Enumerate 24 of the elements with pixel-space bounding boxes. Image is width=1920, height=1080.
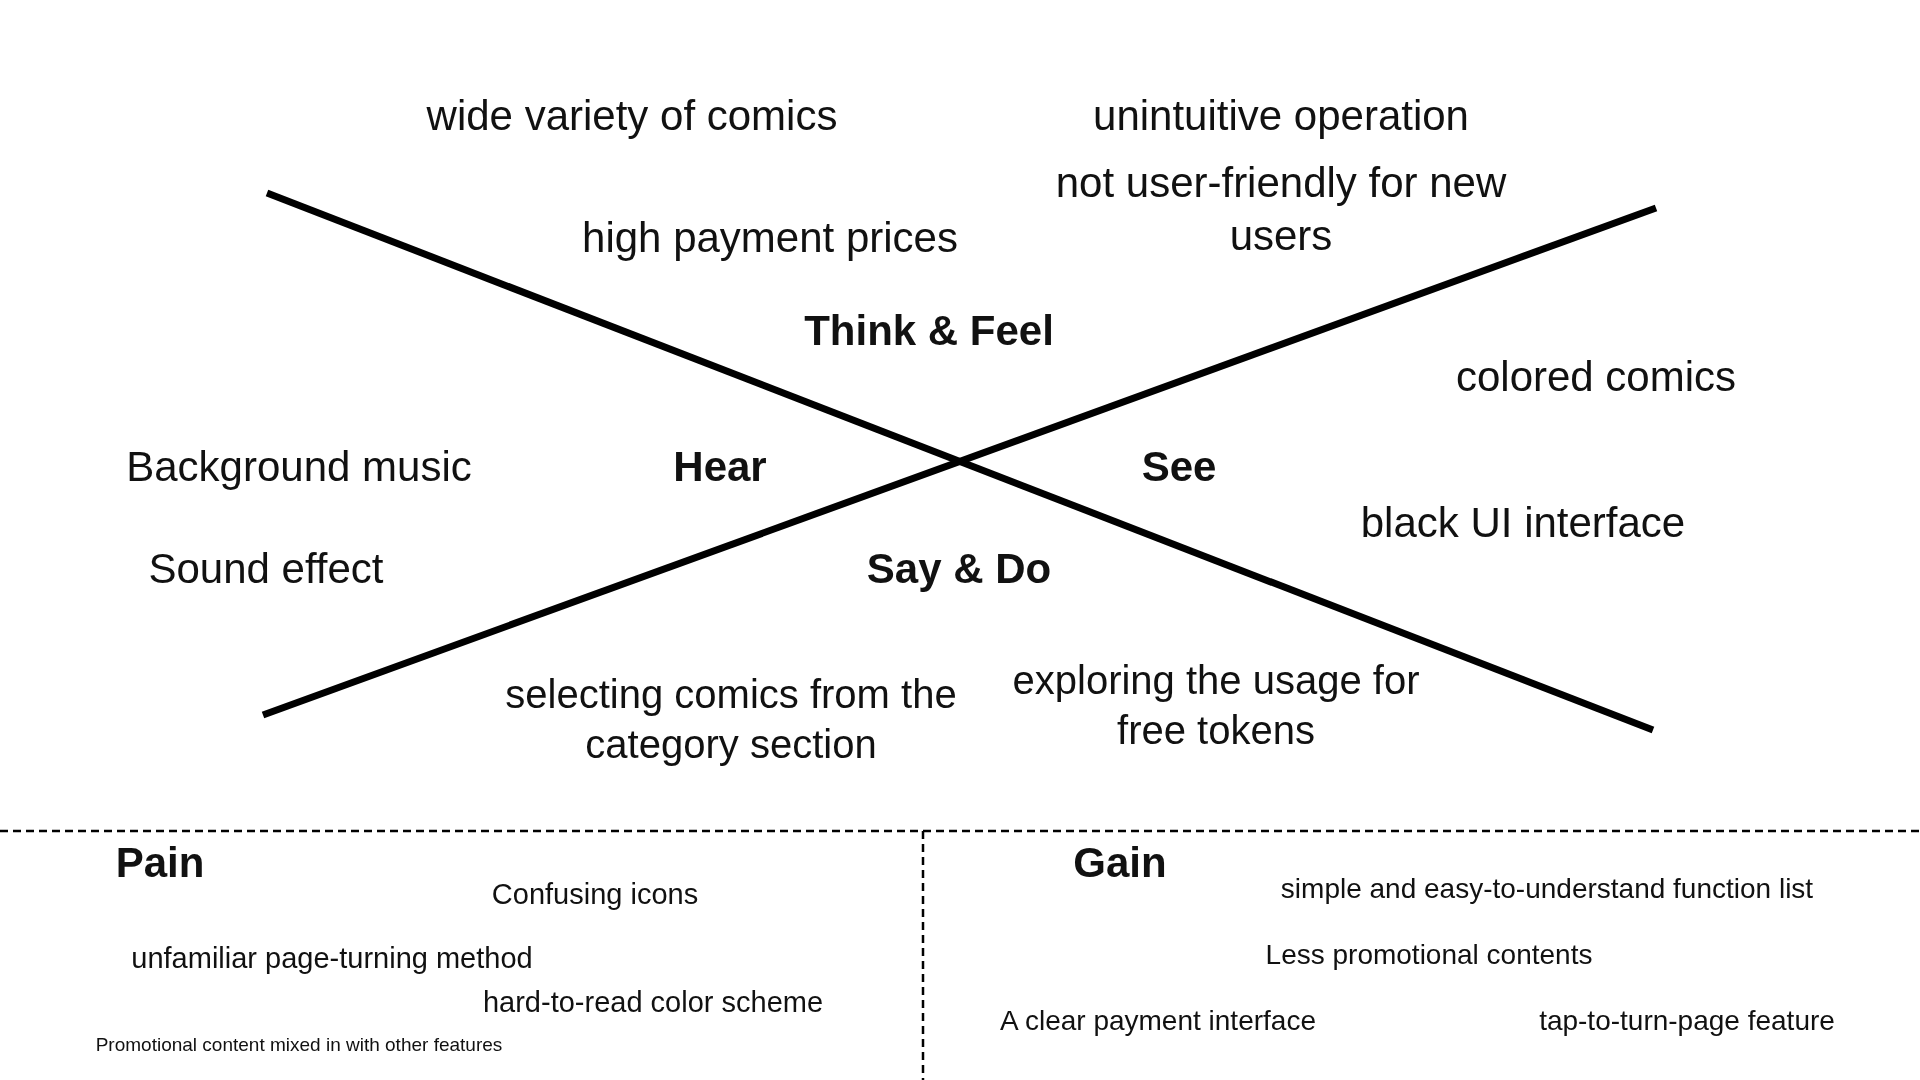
quadrant-note: wide variety of comics bbox=[426, 90, 838, 141]
quadrant-note: high payment prices bbox=[582, 212, 958, 263]
quadrant-note: unintuitive operation bbox=[1093, 90, 1469, 141]
quadrant-note: colored comics bbox=[1455, 351, 1737, 402]
note: Confusing icons bbox=[491, 876, 699, 912]
section-heading: Gain bbox=[1073, 837, 1167, 888]
note: Less promotional contents bbox=[1265, 937, 1593, 972]
section-heading: Pain bbox=[115, 837, 205, 888]
quadrant-note: black UI interface bbox=[1360, 497, 1686, 548]
quadrant-heading: See bbox=[1141, 441, 1217, 492]
quadrant-note: Sound effect bbox=[148, 543, 384, 594]
quadrant-note: not user-friendly for new users bbox=[1054, 157, 1508, 260]
quadrant-note: Background music bbox=[126, 441, 472, 492]
quadrant-note: exploring the usage for free tokens bbox=[1011, 657, 1421, 754]
quadrant-note: selecting comics from the category section bbox=[504, 671, 958, 768]
quadrant-heading: Say & Do bbox=[866, 543, 1052, 594]
note: simple and easy-to-understand function list bbox=[1280, 871, 1814, 906]
note: A clear payment interface bbox=[1000, 1003, 1316, 1038]
note: unfamiliar page-turning method bbox=[131, 940, 533, 976]
quadrant-heading: Think & Feel bbox=[804, 305, 1054, 356]
note: Promotional content mixed in with other features bbox=[95, 1033, 503, 1057]
quadrant-heading: Hear bbox=[673, 441, 767, 492]
note: hard-to-read color scheme bbox=[482, 984, 824, 1020]
note: tap-to-turn-page feature bbox=[1539, 1003, 1835, 1038]
